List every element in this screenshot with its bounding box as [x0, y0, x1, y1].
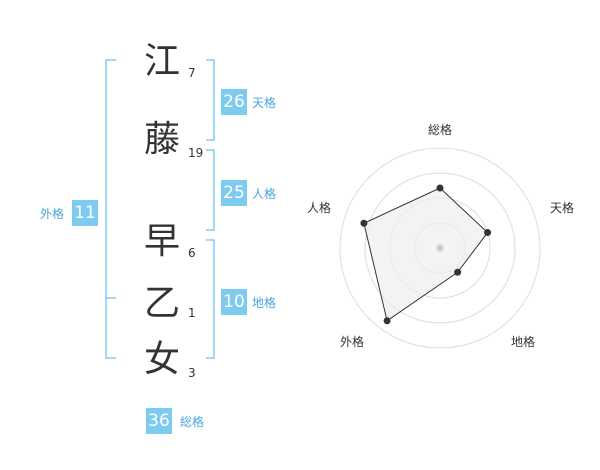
stroke-count-3: 6	[188, 246, 196, 260]
radar-point-2	[454, 268, 462, 276]
name-char-5: 女	[143, 339, 180, 380]
name-char-3: 早	[143, 221, 180, 262]
stroke-count-4: 1	[188, 306, 196, 320]
chikaku-label: 地格	[252, 296, 277, 310]
gaikaku-label: 外格	[40, 207, 65, 221]
soukaku-label: 総格	[180, 415, 205, 429]
tenkaku-value: 26	[221, 89, 247, 115]
jinkaku-bracket	[206, 149, 215, 231]
radar-point-3	[383, 317, 391, 325]
name-char-4: 乙	[143, 283, 180, 324]
name-char-1: 江	[143, 41, 180, 82]
jinkaku-value: 25	[221, 180, 247, 206]
stroke-count-1: 7	[188, 66, 196, 80]
radar-ring-3	[364, 172, 516, 324]
radar-axis-label-soukaku: 総格	[428, 123, 453, 137]
radar-axis-label-jinkaku: 人格	[307, 201, 332, 215]
radar-point-4	[360, 219, 368, 227]
chikaku-bracket	[206, 239, 215, 359]
radar-axis-label-tenkaku: 天格	[550, 201, 575, 215]
radar-axis-label-gaikaku: 外格	[340, 335, 365, 349]
radar-point-1	[484, 229, 492, 237]
soukaku-value: 36	[146, 408, 172, 434]
name-char-2: 藤	[143, 119, 180, 160]
gaikaku-value: 11	[72, 200, 98, 226]
stroke-count-2: 19	[188, 146, 204, 160]
jinkaku-label: 人格	[252, 187, 277, 201]
radar-center-point	[436, 244, 444, 252]
radar-axis-label-chikaku: 地格	[511, 335, 536, 349]
stroke-count-5: 3	[188, 366, 196, 380]
tenkaku-bracket	[206, 59, 215, 141]
tenkaku-label: 天格	[252, 96, 277, 110]
radar-ring-4	[339, 147, 541, 349]
chikaku-value: 10	[221, 289, 247, 315]
gaikaku-bracket	[105, 59, 116, 359]
radar-polygon	[363, 187, 489, 322]
radar-point-0	[436, 184, 444, 192]
